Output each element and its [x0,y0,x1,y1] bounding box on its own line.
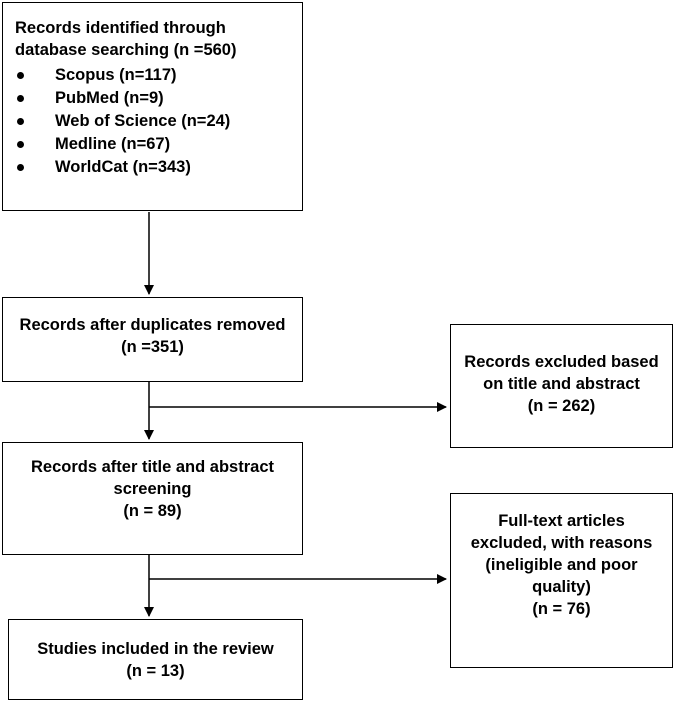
included-count: (n = 13) [126,662,185,680]
bullet-icon [17,141,24,148]
screening-count: (n = 89) [123,502,182,520]
excluded-title-abstract-box: Records excluded based on title and abst… [450,324,673,448]
fulltext-excluded-label-4: quality) [532,578,591,596]
screening-box: Records after title and abstract screeni… [2,442,303,555]
excluded-title-abstract-count: (n = 262) [527,397,596,415]
duplicates-removed-count: (n =351) [121,338,184,356]
identification-title-line1: Records identified through [15,19,226,37]
database-list-item: Web of Science (n=24) [15,110,292,133]
included-box: Studies included in the review (n = 13) [8,619,303,700]
excluded-title-abstract-label-1: Records excluded based [464,353,659,371]
screening-label-1: Records after title and abstract [31,458,274,476]
database-list-item: Scopus (n=117) [15,64,292,87]
identification-box: Records identified through database sear… [2,2,303,211]
bullet-icon [17,118,24,125]
bullet-icon [17,164,24,171]
fulltext-excluded-count: (n = 76) [532,600,591,618]
excluded-title-abstract-label-2: on title and abstract [483,375,640,393]
fulltext-excluded-label-1: Full-text articles [498,512,625,530]
bullet-icon [17,72,24,79]
fulltext-excluded-box: Full-text articles excluded, with reason… [450,493,673,668]
included-label: Studies included in the review [37,640,274,658]
identification-title-line2: database searching (n =560) [15,41,237,59]
bullet-icon [17,95,24,102]
duplicates-removed-box: Records after duplicates removed (n =351… [2,297,303,382]
database-list-item: WorldCat (n=343) [15,156,292,179]
database-list-item: Medline (n=67) [15,133,292,156]
duplicates-removed-label: Records after duplicates removed [19,316,286,334]
fulltext-excluded-label-2: excluded, with reasons [470,534,653,552]
database-list: Scopus (n=117) PubMed (n=9) Web of Scien… [15,64,292,179]
screening-label-2: screening [113,480,192,498]
fulltext-excluded-label-3: (ineligible and poor [485,556,638,574]
database-list-item: PubMed (n=9) [15,87,292,110]
